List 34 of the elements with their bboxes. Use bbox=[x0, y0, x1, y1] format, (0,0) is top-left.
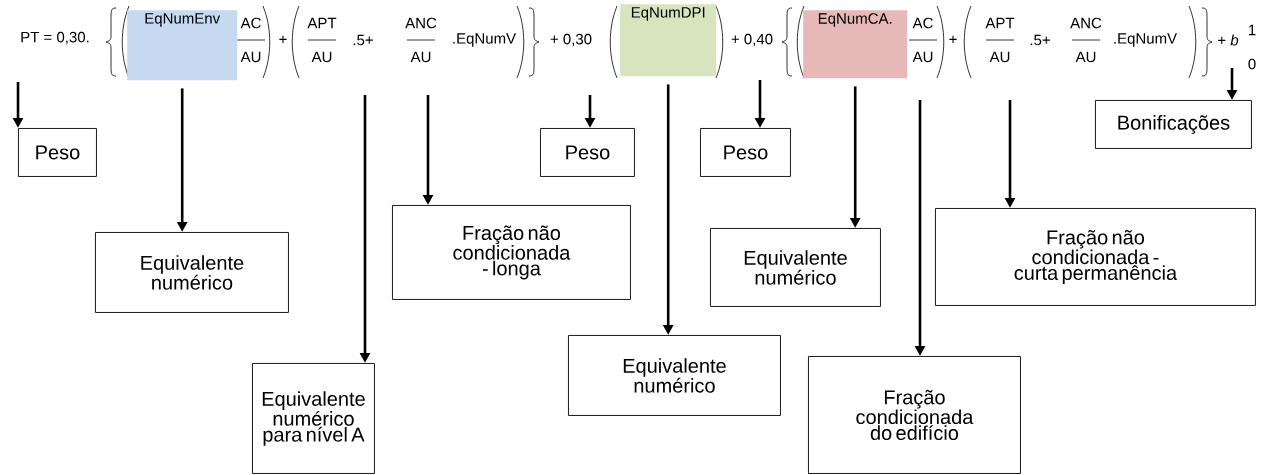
formula-text: APT bbox=[985, 17, 1015, 29]
text-box: Peso bbox=[18, 128, 97, 177]
formula-text: .EqNumV bbox=[453, 33, 516, 47]
formula-text: .5+ bbox=[353, 34, 373, 46]
highlight-box: EqNumEnv bbox=[127, 10, 238, 81]
text-box: Fração não condicionada - longa bbox=[392, 205, 631, 300]
exponent: 1 bbox=[1249, 24, 1256, 36]
formula-text: AU bbox=[311, 51, 332, 63]
formula-text: ANC bbox=[405, 17, 437, 29]
formula-text: AU bbox=[1075, 51, 1096, 63]
text-box: Peso bbox=[540, 128, 635, 177]
formula-text: + 0,30 bbox=[550, 33, 592, 47]
formula-text: .5+ bbox=[1030, 34, 1050, 46]
highlight-box: EqNumDPI bbox=[620, 4, 717, 77]
formula-text: APT bbox=[307, 17, 337, 29]
formula-text: ANC bbox=[1070, 17, 1102, 29]
formula-text: AU bbox=[410, 51, 431, 63]
formula-text: .EqNumV bbox=[1114, 33, 1177, 47]
text-box: Bonificações bbox=[1095, 100, 1252, 149]
text-box: Fração condicionada do edifício bbox=[808, 356, 1021, 474]
text-box: Fração não condicionada - curta permanência bbox=[935, 208, 1256, 306]
formula-text: AU bbox=[989, 51, 1010, 63]
text-box: Equivalente numérico bbox=[568, 335, 781, 416]
text-box: Peso bbox=[700, 128, 791, 177]
formula-text: + bbox=[949, 35, 957, 43]
text-box: Equivalente numérico bbox=[95, 232, 289, 313]
formula-text: + b bbox=[1218, 34, 1239, 46]
formula-text: + bbox=[279, 35, 287, 43]
highlight-box: EqNumCA. bbox=[803, 10, 908, 79]
text-box: Equivalente numérico bbox=[710, 228, 881, 307]
text-box: Equivalente numérico para nível A bbox=[252, 363, 375, 474]
formula-text: + 0,40 bbox=[731, 33, 773, 47]
formula-text: PT = 0,30. bbox=[21, 31, 89, 45]
exponent: 0 bbox=[1248, 58, 1256, 70]
